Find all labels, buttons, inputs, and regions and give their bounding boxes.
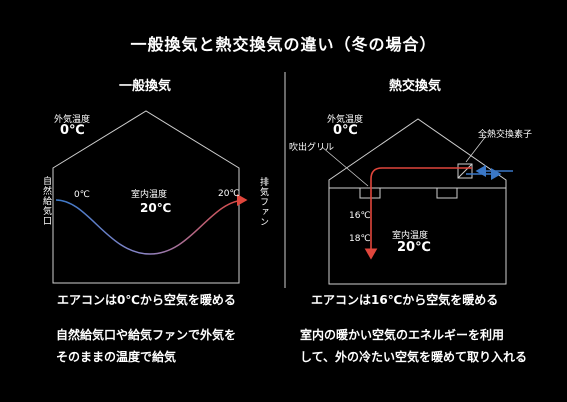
left-heading: 一般換気 <box>118 79 171 94</box>
left-house-outline <box>52 110 240 284</box>
left-caption: エアコンは0℃から空気を暖める <box>57 293 236 307</box>
natural-inlet-label: 自然給気口 <box>41 176 51 226</box>
temp-18: 18℃ <box>349 234 371 244</box>
left-note-line-2: そのままの温度で給気 <box>56 350 177 364</box>
right-note-line-1: 室内の暖かい空気のエネルギーを利用 <box>300 328 505 342</box>
grille-leader-line <box>321 146 369 187</box>
right-note-line-2: して、外の冷たい空気を暖めて取り入れる <box>300 350 528 364</box>
right-room-temp-label: 室内温度 <box>392 231 429 241</box>
right-outside-temp: 0℃ <box>333 123 358 138</box>
right-caption: エアコンは16℃から空気を暖める <box>311 293 499 307</box>
heat-exchange-element-label: 全熱交換素子 <box>478 130 533 140</box>
left-airflow-curve <box>55 194 248 255</box>
right-heading: 熱交換気 <box>388 79 441 94</box>
temp-16: 16℃ <box>349 211 371 221</box>
supply-grille-left <box>359 187 381 199</box>
right-room-temp: 20℃ <box>397 240 431 255</box>
supply-grille-right <box>436 187 458 199</box>
supply-grille-label: 吹出グリル <box>289 143 335 153</box>
outlet-temp: 20℃ <box>218 189 240 199</box>
inlet-temp: 0℃ <box>74 190 90 200</box>
element-leader-line <box>465 135 487 163</box>
left-note-line-1: 自然給気口や給気ファンで外気を <box>56 328 237 342</box>
heat-exchange-element <box>457 163 473 179</box>
left-room-temp-label: 室内温度 <box>131 190 168 200</box>
page-title: 一般換気と熱交換気の違い（冬の場合） <box>130 35 437 54</box>
right-house-outline <box>328 118 507 285</box>
left-outside-temp-label: 外気温度 <box>54 115 91 125</box>
warm-supply-duct <box>364 167 472 260</box>
left-outside-temp: 0℃ <box>60 123 85 138</box>
exhaust-fan-label: 排気ファン <box>258 177 268 227</box>
left-room-temp: 20℃ <box>140 201 172 215</box>
heat-exchange-element-diagonal <box>457 163 473 179</box>
right-outside-temp-label: 外気温度 <box>327 115 364 125</box>
